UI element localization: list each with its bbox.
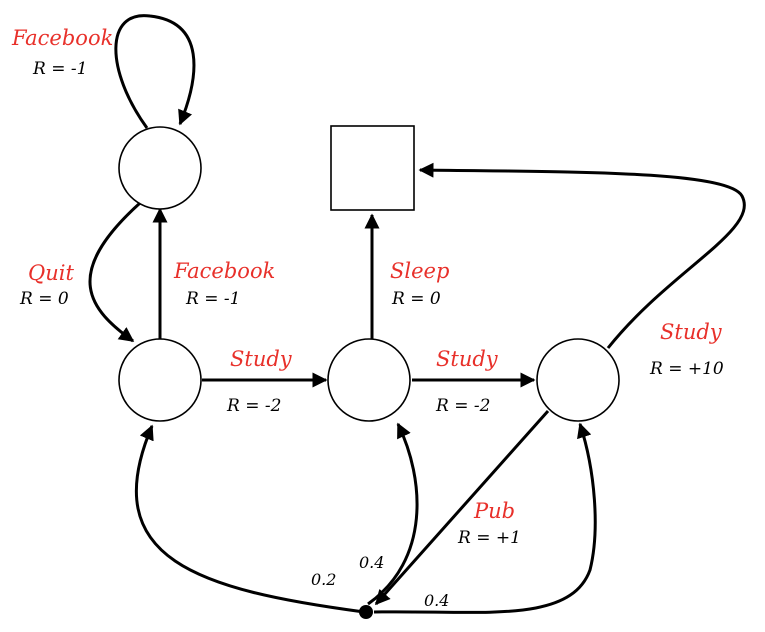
pub-to-class1-edge <box>134 424 365 614</box>
study3-action-label: Study <box>660 320 723 344</box>
study3-reward-label: R = +10 <box>649 359 724 379</box>
pub-to-class2-edge <box>367 422 419 606</box>
study2-reward-label: R = -2 <box>435 396 490 416</box>
study1-reward-label: R = -2 <box>226 396 281 416</box>
quit-reward-label: R = 0 <box>19 289 69 309</box>
facebook-self-loop-edge <box>114 14 196 129</box>
pub-reward-label: R = +1 <box>457 528 521 548</box>
prob-to-class2-label: 0.4 <box>359 553 384 572</box>
pub-to-class3-edge <box>373 422 597 614</box>
quit-action-label: Quit <box>28 261 74 285</box>
sleep-reward-label: R = 0 <box>391 289 441 309</box>
quit-edge <box>88 201 142 343</box>
sleep-terminal-node <box>330 125 415 211</box>
facebook-state-node <box>118 126 202 210</box>
sleep-action-label: Sleep <box>390 259 449 283</box>
facebook-action-label: Facebook <box>173 259 275 283</box>
class3-state-node <box>536 338 620 422</box>
pub-chance-node <box>359 605 373 619</box>
study-to-sleep-edge <box>418 162 746 349</box>
pub-edge <box>374 410 550 606</box>
study2-action-label: Study <box>436 347 499 371</box>
class1-state-node <box>118 338 202 422</box>
class2-state-node <box>327 338 411 422</box>
pub-action-label: Pub <box>473 499 515 523</box>
prob-to-class1-label: 0.2 <box>311 570 336 589</box>
prob-to-class3-label: 0.4 <box>424 591 449 610</box>
facebook-reward-label: R = -1 <box>185 289 240 309</box>
facebook-loop-action-label: Facebook <box>11 26 113 50</box>
study1-action-label: Study <box>230 347 293 371</box>
facebook-loop-reward-label: R = -1 <box>32 59 87 79</box>
